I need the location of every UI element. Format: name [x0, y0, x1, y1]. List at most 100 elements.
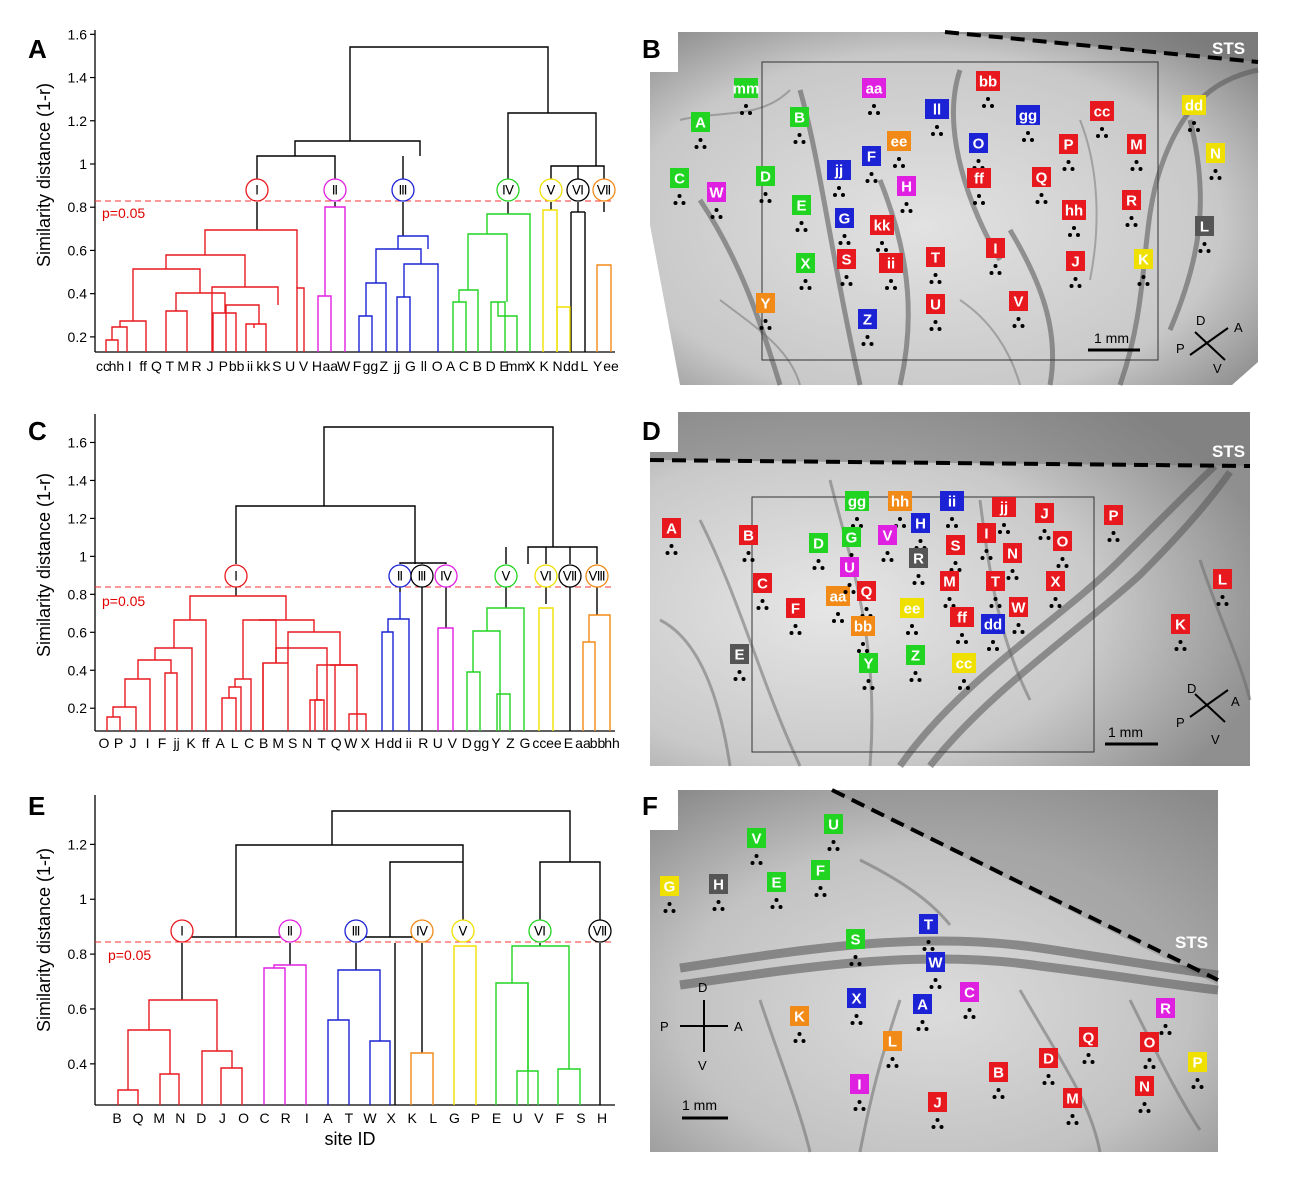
- leaf-label: W: [363, 1110, 377, 1126]
- vessels-d: [897, 463, 1233, 769]
- y-tick-label: 1.6: [68, 434, 88, 450]
- site-label: hh: [891, 494, 909, 511]
- site-marker: R: [1122, 190, 1141, 227]
- site-label: D: [1043, 1051, 1054, 1068]
- site-marker: O: [1053, 531, 1072, 568]
- site-marker: U: [824, 814, 843, 851]
- site-label: K: [1138, 252, 1149, 269]
- site-label: W: [709, 185, 724, 202]
- site-box: [906, 645, 925, 665]
- site-label: G: [846, 530, 858, 547]
- site-label: Q: [861, 584, 873, 601]
- leaf-label: B: [112, 1110, 121, 1126]
- cluster-label: Ⅲ: [418, 569, 427, 584]
- site-marker: E: [792, 195, 811, 232]
- site-box: [730, 644, 749, 664]
- site-marker: ee: [900, 598, 924, 635]
- site-marker: dd: [981, 614, 1005, 651]
- cluster-label: Ⅱ: [287, 924, 293, 939]
- site-label: T: [991, 574, 1000, 591]
- cluster-label: Ⅵ: [572, 183, 584, 198]
- site-marker: kk: [870, 215, 894, 252]
- cluster-label: Ⅱ: [397, 569, 403, 584]
- site-box: [862, 78, 886, 98]
- leaf-label: I: [305, 1110, 309, 1126]
- site-box: [1079, 1027, 1098, 1047]
- dendrogram-c: p=0.05: [68, 414, 620, 751]
- leaf-label: U: [433, 735, 443, 751]
- leaf-label: Y: [491, 735, 501, 751]
- leaf-label: E: [492, 1110, 501, 1126]
- site-box: [1104, 505, 1123, 525]
- site-label: M: [1066, 1091, 1079, 1108]
- site-marker: Z: [906, 645, 925, 682]
- site-marker: Y: [756, 293, 775, 330]
- site-marker: jj: [827, 160, 851, 197]
- site-box: [1135, 1076, 1154, 1096]
- site-label: K: [794, 1009, 805, 1026]
- site-box: [827, 160, 851, 180]
- cluster-label: Ⅰ: [234, 569, 238, 584]
- site-label: G: [664, 879, 676, 896]
- leaf-label: ff: [202, 735, 210, 751]
- site-box: [911, 513, 930, 533]
- site-marker: W: [926, 952, 945, 989]
- site-box: [879, 253, 903, 273]
- site-box: [946, 535, 965, 555]
- site-label: hh: [1065, 203, 1083, 220]
- cluster-2-branches: [317, 206, 346, 352]
- cluster-label: Ⅰ: [180, 924, 184, 939]
- site-label: L: [888, 1034, 897, 1051]
- site-box: [846, 929, 865, 949]
- site-marker: T: [926, 247, 945, 284]
- compass-d: D: [698, 980, 707, 995]
- site-box: [756, 293, 775, 313]
- leaf-label: V: [534, 1110, 544, 1126]
- site-box: [1066, 251, 1085, 271]
- leaf-label: dd: [386, 735, 402, 751]
- compass-d-group: D A P V: [1176, 681, 1240, 747]
- y-axis-label-a: Similarity distance (1-r): [34, 83, 54, 267]
- site-label: cc: [1094, 104, 1111, 121]
- cluster-label: Ⅷ: [588, 569, 605, 584]
- site-marker: B: [989, 1062, 1008, 1099]
- site-label: U: [844, 560, 855, 577]
- leaf-label: dd: [563, 358, 579, 374]
- threshold-label: p=0.05: [102, 593, 145, 609]
- site-marker: D: [1039, 1048, 1058, 1085]
- leaf-label: V: [448, 735, 458, 751]
- site-marker: L: [1195, 216, 1214, 253]
- leaf-label: X: [386, 1110, 396, 1126]
- site-box: [1053, 531, 1072, 551]
- cluster-label: Ⅰ: [255, 183, 259, 198]
- site-marker: T: [919, 914, 938, 951]
- compass-p: P: [1176, 341, 1185, 356]
- site-label: bb: [854, 619, 872, 636]
- site-marker: I: [977, 523, 996, 560]
- roi-box-d: [751, 496, 1095, 753]
- site-label: C: [674, 171, 685, 188]
- leaf-label: Q: [151, 358, 162, 374]
- site-marker: gg: [1016, 105, 1040, 142]
- site-label: V: [751, 831, 761, 848]
- site-label: W: [1011, 600, 1026, 617]
- leaf-label: Q: [331, 735, 342, 751]
- site-label: V: [882, 528, 892, 545]
- site-marker: F: [786, 598, 805, 635]
- site-marker: C: [670, 168, 689, 205]
- site-label: K: [1175, 617, 1186, 634]
- site-label: gg: [848, 494, 866, 511]
- site-label: X: [1050, 574, 1060, 591]
- leaf-label: G: [449, 1110, 460, 1126]
- cluster-8-branches: [582, 614, 611, 731]
- scale-label-f: 1 mm: [682, 1097, 717, 1113]
- site-label: E: [796, 198, 806, 215]
- site-label: J: [1040, 506, 1048, 523]
- site-box: [883, 1031, 902, 1051]
- site-label: Q: [1036, 170, 1048, 187]
- site-marker: S: [846, 929, 865, 966]
- y-tick-label: 0.2: [68, 329, 88, 345]
- site-marker: B: [790, 107, 809, 144]
- leaf-label: ii: [247, 358, 253, 374]
